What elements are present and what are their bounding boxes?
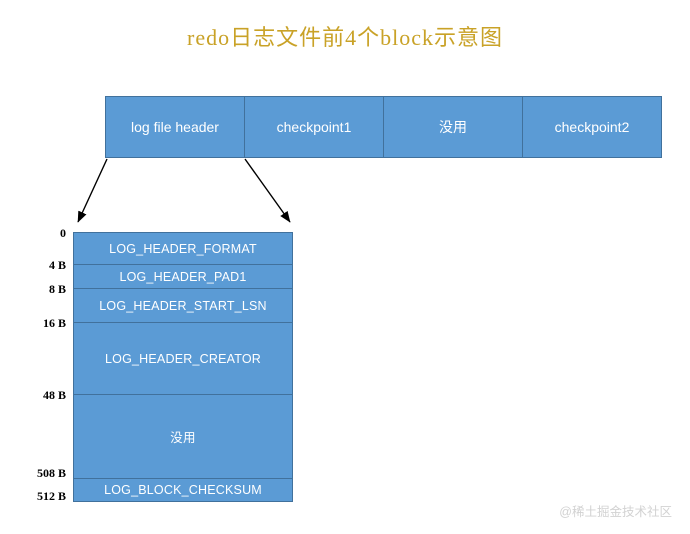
log-file-header-detail-table: LOG_HEADER_FORMAT LOG_HEADER_PAD1 LOG_HE… xyxy=(73,232,293,502)
block-checkpoint1-label: checkpoint1 xyxy=(276,119,352,135)
watermark: @稀土掘金技术社区 xyxy=(559,505,672,519)
redo-log-block-row: log file header checkpoint1 没用 checkpoin… xyxy=(105,96,662,158)
offset-label-512b: 512 B xyxy=(36,489,66,503)
detail-row-unused: 没用 xyxy=(74,395,292,479)
block-checkpoint1: checkpoint1 xyxy=(245,97,384,157)
detail-row-log-header-creator: LOG_HEADER_CREATOR xyxy=(74,323,292,395)
offset-label-508b: 508 B xyxy=(36,466,66,480)
detail-row-label: LOG_HEADER_START_LSN xyxy=(99,298,267,313)
block-unused-label: 没用 xyxy=(439,119,467,135)
offset-label-4b: 4 B xyxy=(48,258,66,272)
detail-row-log-block-checksum: LOG_BLOCK_CHECKSUM xyxy=(74,479,292,501)
block-log-file-header-label: log file header xyxy=(131,119,219,135)
detail-row-label: LOG_HEADER_PAD1 xyxy=(119,269,247,284)
block-checkpoint2-label: checkpoint2 xyxy=(554,119,630,135)
block-unused: 没用 xyxy=(384,97,523,157)
offset-label-0: 0 xyxy=(60,226,66,240)
detail-row-log-header-start-lsn: LOG_HEADER_START_LSN xyxy=(74,289,292,323)
detail-row-label: LOG_HEADER_FORMAT xyxy=(109,241,257,256)
detail-row-log-header-format: LOG_HEADER_FORMAT xyxy=(74,233,292,265)
detail-row-log-header-pad1: LOG_HEADER_PAD1 xyxy=(74,265,292,289)
block-checkpoint2: checkpoint2 xyxy=(523,97,661,157)
offset-label-16b: 16 B xyxy=(42,316,66,330)
detail-row-label: LOG_HEADER_CREATOR xyxy=(105,351,261,366)
offset-label-48b: 48 B xyxy=(42,388,66,402)
offset-label-8b: 8 B xyxy=(48,282,66,296)
page-title: redo日志文件前4个block示意图 xyxy=(187,25,503,50)
detail-row-label: LOG_BLOCK_CHECKSUM xyxy=(104,483,262,497)
block-log-file-header: log file header xyxy=(106,97,245,157)
detail-row-label: 没用 xyxy=(170,431,196,445)
